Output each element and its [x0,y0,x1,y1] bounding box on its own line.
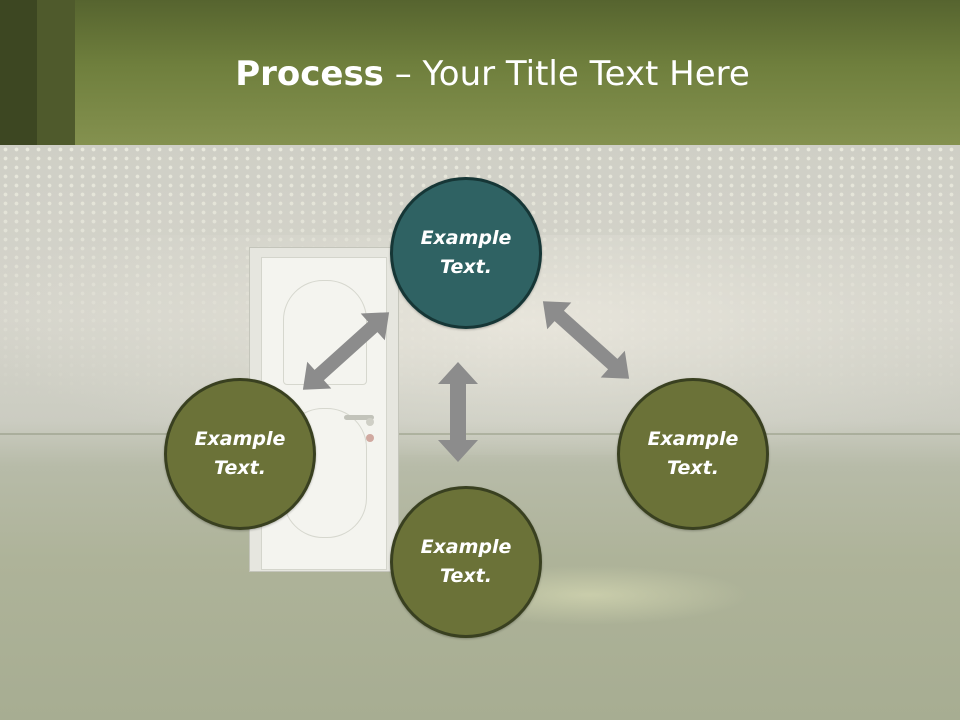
door-image [261,257,387,570]
title-rest: – Your Title Text Here [383,54,750,94]
node-right-label: Example Text. [647,428,739,479]
process-node-left[interactable]: Example Text. [164,378,316,530]
slide-title: Process – Your Title Text Here [0,50,960,98]
title-bold: Process [235,54,384,94]
node-bottom-label: Example Text. [420,536,512,587]
node-left-label: Example Text. [194,428,286,479]
door-handle [344,415,374,420]
door-lock-upper [366,418,374,426]
arrow-top-right [542,301,630,379]
process-node-right[interactable]: Example Text. [617,378,769,530]
header-band: Process – Your Title Text Here [0,0,960,145]
process-node-bottom[interactable]: Example Text. [390,486,542,638]
header-accent-dark [0,0,37,145]
horizon-line [0,433,960,435]
arrow-vertical [438,362,478,462]
arrow-top-left [302,312,390,390]
header-accent-mid [37,0,75,145]
node-top-label: Example Text. [420,227,512,278]
process-node-top[interactable]: Example Text. [390,177,542,329]
door-lock [366,434,374,442]
